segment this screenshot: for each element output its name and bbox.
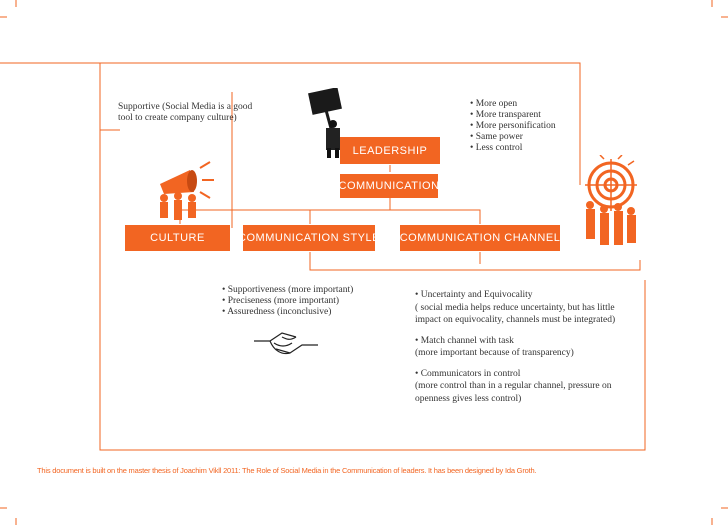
channel-note-heading: • Match channel with task bbox=[415, 335, 514, 346]
communication-box: COMMUNICATION bbox=[339, 174, 439, 198]
communication-style-box: COMMUNICATION STYLE bbox=[238, 225, 379, 251]
channel-note-detail: ( social media helps reduce uncertainty,… bbox=[415, 302, 616, 326]
style-bullets: Supportiveness (more important) Precisen… bbox=[222, 285, 372, 318]
list-item: More personification bbox=[470, 121, 580, 132]
channel-note-heading: • Communicators in control bbox=[415, 368, 521, 379]
list-item: Less control bbox=[470, 143, 580, 154]
list-item: Preciseness (more important) bbox=[222, 296, 372, 307]
list-item: Supportiveness (more important) bbox=[222, 285, 372, 296]
megaphone-group-icon bbox=[160, 161, 214, 220]
communication-channel-box: COMMUNICATION CHANNEL bbox=[400, 225, 560, 251]
channel-notes: • Uncertainty and Equivocality ( social … bbox=[415, 289, 627, 405]
footer-credit: This document is built on the master the… bbox=[37, 466, 537, 475]
channel-note-detail: (more important because of transparency) bbox=[415, 348, 574, 358]
handshake-icon bbox=[254, 332, 318, 355]
list-item: Assuredness (inconclusive) bbox=[222, 307, 372, 318]
culture-box: CULTURE bbox=[125, 225, 230, 251]
channel-note-detail: (more control than in a regular channel,… bbox=[415, 381, 612, 404]
list-item: More transparent bbox=[470, 110, 580, 121]
target-people-icon bbox=[585, 155, 637, 245]
list-item: Same power bbox=[470, 132, 580, 143]
leadership-bullets: More open More transparent More personif… bbox=[470, 99, 580, 154]
culture-note: Supportive (Social Media is a good tool … bbox=[118, 102, 253, 123]
channel-note-heading: • Uncertainty and Equivocality bbox=[415, 290, 533, 300]
leader-figure-icon bbox=[308, 88, 342, 158]
list-item: More open bbox=[470, 99, 580, 110]
leadership-box: LEADERSHIP bbox=[340, 137, 440, 164]
